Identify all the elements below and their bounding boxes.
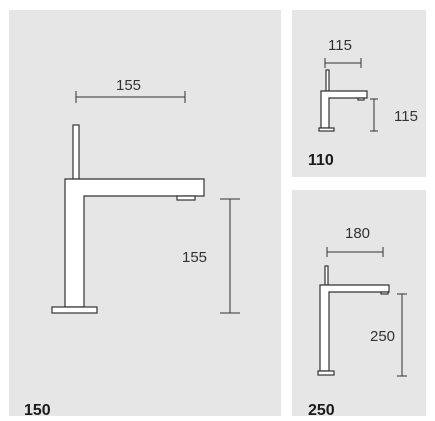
height-label-110: 115 <box>394 108 418 125</box>
model-code-110: 110 <box>308 152 334 169</box>
faucet-250 <box>317 265 390 376</box>
width-dimension-250 <box>326 247 384 257</box>
width-dimension-150 <box>75 91 186 103</box>
faucet-110-drawing: 115 115 <box>318 37 418 132</box>
panel-110: 115 115 110 <box>292 10 426 177</box>
model-code-150: 150 <box>24 402 51 419</box>
height-label-250: 250 <box>370 328 395 345</box>
width-dimension-110 <box>324 58 362 68</box>
width-label-150: 155 <box>116 77 141 94</box>
width-label-250: 180 <box>345 225 370 242</box>
height-dimension-110 <box>370 98 378 132</box>
height-dimension-250 <box>397 293 407 377</box>
panel-150: 155 155 150 <box>9 10 281 419</box>
panel-250: 180 250 250 <box>292 190 426 419</box>
faucet-250-drawing: 180 250 <box>317 225 407 377</box>
width-label-110: 115 <box>328 37 352 54</box>
faucet-110 <box>318 69 368 132</box>
height-label-150: 155 <box>182 249 207 266</box>
faucet-150-drawing: 155 155 <box>51 77 240 314</box>
height-dimension-150 <box>220 198 240 314</box>
faucet-150 <box>51 124 205 314</box>
model-code-250: 250 <box>308 402 335 419</box>
